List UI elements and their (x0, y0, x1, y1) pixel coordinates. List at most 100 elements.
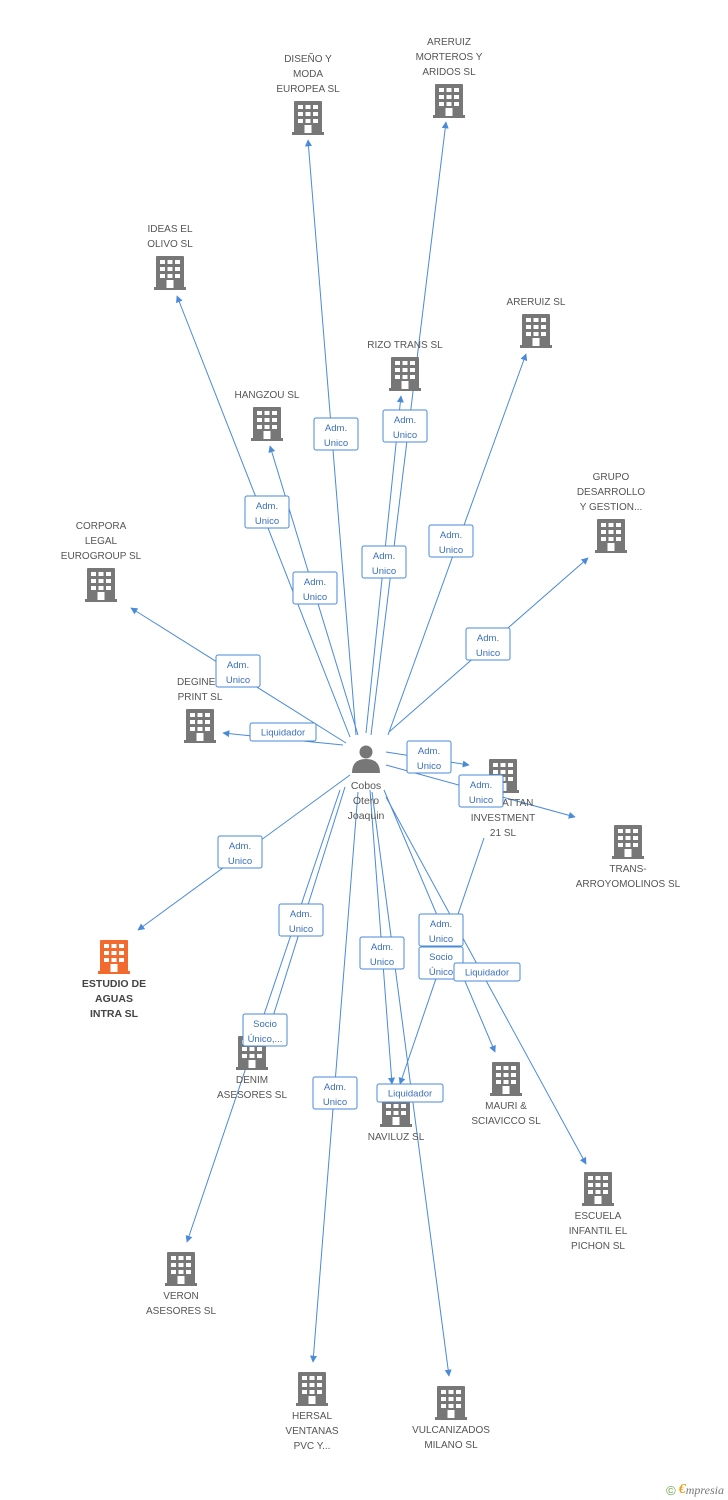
relation-label-mauri[interactable]: Adm.Unico (418, 913, 464, 947)
building-icon[interactable] (435, 1386, 467, 1420)
building-icon[interactable] (292, 101, 324, 135)
building-icon[interactable] (85, 568, 117, 602)
relation-label-rizo[interactable]: Adm. Unico (361, 545, 407, 579)
company-label: PVC Y... (294, 1441, 331, 1452)
relation-label-text: Liquidador (261, 728, 305, 739)
company-node-areruiz[interactable]: ARERUIZ SL (507, 297, 566, 348)
relation-label-text: Unico (370, 957, 394, 968)
company-node-hangzou[interactable]: HANGZOU SL (234, 390, 300, 441)
building-icon[interactable] (296, 1372, 328, 1406)
relation-label-box[interactable] (361, 545, 407, 579)
relation-label-hangzou[interactable]: Adm.Unico (292, 571, 338, 605)
company-label: 21 SL (490, 828, 517, 839)
relation-label-box[interactable] (312, 1076, 358, 1110)
person-icon[interactable] (359, 745, 373, 759)
relation-label-hersal[interactable]: Adm.Unico (312, 1076, 358, 1110)
company-label: GRUPO (593, 472, 630, 483)
company-node-mauri[interactable]: MAURI &SCIAVICCO SL (471, 1062, 541, 1127)
relation-label-box[interactable] (453, 962, 521, 982)
building-icon[interactable] (389, 357, 421, 391)
relation-label-corpora[interactable]: Adm.Unico (215, 654, 261, 688)
relation-label-text: Adm. (373, 551, 395, 562)
relation-label-veron[interactable]: SocioÚnico,... (242, 1013, 288, 1047)
relation-label-text: Único,... (248, 1034, 283, 1045)
person-icon-body[interactable] (352, 759, 380, 773)
relation-label-areruiz[interactable]: Adm.Unico (428, 524, 474, 558)
relation-label-escuela[interactable]: Liquidador (453, 962, 521, 982)
building-icon[interactable] (582, 1172, 614, 1206)
relation-label-text: Socio (429, 952, 453, 963)
building-icon[interactable] (490, 1062, 522, 1096)
relation-label-diseno[interactable]: Adm.Unico (313, 417, 359, 451)
relation-label-box[interactable] (217, 835, 263, 869)
brand-logo-initial: € (678, 1482, 686, 1497)
relation-label-text: Adm. (304, 577, 326, 588)
company-node-rizo[interactable]: RIZO TRANS SL (367, 340, 443, 391)
relation-label-text: Adm. (256, 501, 278, 512)
relation-label-trans[interactable]: Adm.Unico (458, 774, 504, 808)
relation-label-grupo[interactable]: Adm.Unico (465, 627, 511, 661)
relation-label-box[interactable] (249, 722, 317, 742)
relation-label-box[interactable] (382, 409, 428, 443)
relation-label-ideas[interactable]: Adm.Unico (244, 495, 290, 529)
building-icon[interactable] (251, 407, 283, 441)
relation-label-text: Único (429, 967, 453, 978)
company-label: CORPORA (76, 521, 127, 532)
company-node-trans[interactable]: TRANS-ARROYOMOLINOS SL (576, 825, 681, 890)
relation-label-box[interactable] (418, 913, 464, 947)
relation-label-text: Unico (372, 566, 396, 577)
building-icon[interactable] (165, 1252, 197, 1286)
relation-label-naviluz[interactable]: Liquidador (376, 1083, 444, 1103)
building-icon[interactable] (154, 256, 186, 290)
company-label: IDEAS EL (147, 224, 192, 235)
relation-label-areruiz_morteros[interactable]: Adm.Unico (382, 409, 428, 443)
relation-label-box[interactable] (465, 627, 511, 661)
company-label: ASESORES SL (217, 1090, 287, 1101)
relation-label-box[interactable] (278, 903, 324, 937)
relation-label-box[interactable] (359, 936, 405, 970)
relation-label-box[interactable] (458, 774, 504, 808)
company-label: ASESORES SL (146, 1306, 216, 1317)
relation-label-box[interactable] (313, 417, 359, 451)
relation-label-estudio[interactable]: Adm.Unico (217, 835, 263, 869)
relation-label-degineo[interactable]: Liquidador (249, 722, 317, 742)
relation-label-text: Unico (469, 795, 493, 806)
relation-label-text: Unico (417, 761, 441, 772)
company-label: ESCUELA (575, 1211, 622, 1222)
company-label: ARERUIZ (427, 37, 471, 48)
relation-label-box[interactable] (292, 571, 338, 605)
company-label: LEGAL (85, 536, 118, 547)
relation-label-box[interactable] (242, 1013, 288, 1047)
relation-label-denim[interactable]: Adm.Unico (278, 903, 324, 937)
relation-label-box[interactable] (428, 524, 474, 558)
building-icon[interactable] (595, 519, 627, 553)
relation-label-box[interactable] (215, 654, 261, 688)
building-icon[interactable] (98, 940, 130, 974)
building-icon[interactable] (433, 84, 465, 118)
company-label: MILANO SL (424, 1440, 478, 1451)
company-label: DISEÑO Y (284, 52, 332, 65)
relation-label-box[interactable] (244, 495, 290, 529)
building-icon[interactable] (520, 314, 552, 348)
company-node-naviluz[interactable]: NAVILUZ SL (368, 1093, 425, 1143)
relation-label-box[interactable] (376, 1083, 444, 1103)
building-icon[interactable] (612, 825, 644, 859)
building-icon[interactable] (184, 709, 216, 743)
relation-label-box[interactable] (406, 740, 452, 774)
relation-label-manhattan[interactable]: Adm.Unico (406, 740, 452, 774)
relation-label-naviluz[interactable]: Adm.Unico (359, 936, 405, 970)
